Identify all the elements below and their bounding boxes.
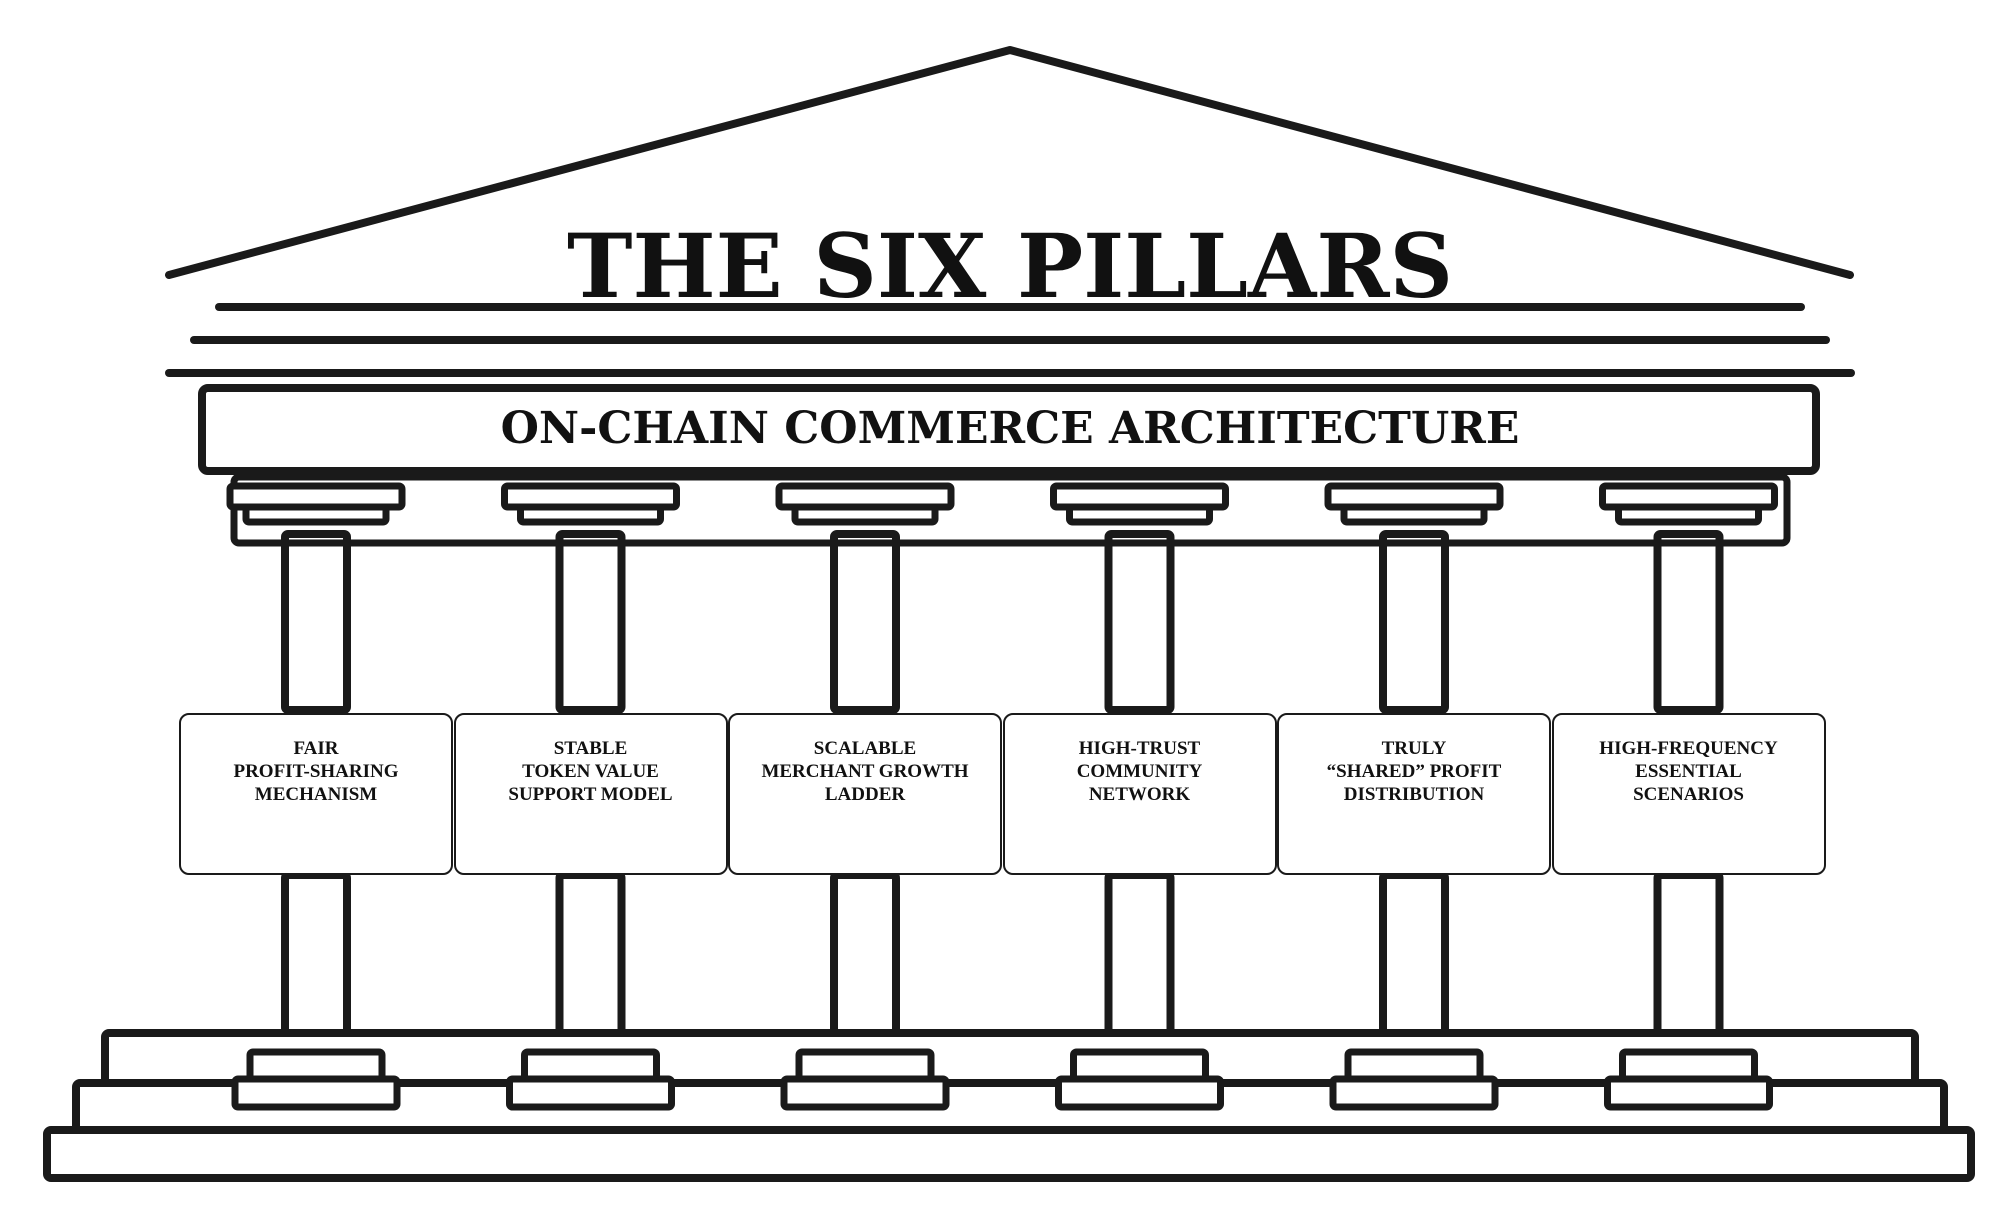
pillar-base-1 [231,1048,401,1111]
pillar-label-box-6: HIGH-FREQUENCY ESSENTIAL SCENARIOS [1551,713,1826,875]
pillar-shaft-upper [1379,530,1449,714]
pillar-capital-lower [1615,503,1762,526]
pillar-capital-lower [242,503,390,526]
pillar-shaft-lower [281,871,351,1054]
pillar-base-lower [1329,1075,1499,1111]
pillar-label-text: HIGH-TRUST COMMUNITY NETWORK [1076,738,1203,805]
pillar-base-lower [1604,1075,1773,1111]
cornice-lines [165,303,1855,377]
pillar-base-3 [780,1048,950,1111]
pillar-capital-lower [791,503,939,526]
pillar-label-box-3: SCALABLE MERCHANT GROWTH LADDER [728,713,1002,875]
pillar-1 [226,482,406,1054]
pillar-shaft-upper [281,530,351,714]
pillar-shaft-lower [1653,871,1724,1054]
pillar-label-box-1: FAIR PROFIT-SHARING MECHANISM [179,713,453,875]
pillar-base-upper [521,1048,660,1083]
pillar-base-lower [506,1075,675,1111]
pillar-label-text: SCALABLE MERCHANT GROWTH LADDER [761,738,969,805]
pillar-base-2 [506,1048,675,1111]
pillar-label-text: FAIR PROFIT-SHARING MECHANISM [233,738,399,805]
pillar-shaft-lower [830,871,900,1054]
pillar-base-upper [1070,1048,1209,1083]
pillar-base-6 [1604,1048,1773,1111]
pillar-capital-lower [1340,503,1488,526]
pillar-shaft-upper [1653,530,1724,714]
pillar-2 [501,482,680,1054]
pillar-base-upper [795,1048,935,1083]
columns-group [226,482,1778,1054]
pillar-capital-lower [1066,503,1213,526]
pillar-shaft-lower [555,871,626,1054]
pillar-shaft-upper [555,530,626,714]
pillar-6 [1599,482,1778,1054]
pillar-shaft-upper [1104,530,1175,714]
architrave-panel [198,384,1820,475]
step-bottom [43,1126,1975,1182]
pillar-label-text: HIGH-FREQUENCY ESSENTIAL SCENARIOS [1599,738,1778,805]
pillar-label-box-2: STABLE TOKEN VALUE SUPPORT MODEL [453,713,728,875]
pediment-roof [165,46,1854,279]
pillar-shaft-lower [1379,871,1449,1054]
pillar-label-text: STABLE TOKEN VALUE SUPPORT MODEL [508,738,673,805]
pillar-base-lower [231,1075,401,1111]
pillar-shaft-upper [830,530,900,714]
architrave-label: ON-CHAIN COMMERCE ARCHITECTURE [501,403,1520,454]
column-bases-group [231,1048,1773,1111]
capital-beam [230,473,1791,547]
pillar-base-upper [1344,1048,1484,1083]
pillar-base-lower [1055,1075,1224,1111]
pillar-5 [1324,482,1504,1054]
pillar-4 [1050,482,1229,1054]
pillar-base-upper [246,1048,386,1083]
pillar-base-upper [1619,1048,1758,1083]
pillar-label-text: TRULY “SHARED” PROFIT DISTRIBUTION [1326,738,1502,805]
pillar-label-box-5: TRULY “SHARED” PROFIT DISTRIBUTION [1277,713,1551,875]
pillar-3 [775,482,955,1054]
pillar-shaft-lower [1104,871,1175,1054]
pillar-label-box-4: HIGH-TRUST COMMUNITY NETWORK [1002,713,1277,875]
pillar-base-5 [1329,1048,1499,1111]
pillar-capital-lower [517,503,664,526]
pillar-base-lower [780,1075,950,1111]
pillar-base-4 [1055,1048,1224,1111]
temple-title: THE SIX PILLARS [567,214,1453,318]
roof-outline [165,46,1854,279]
